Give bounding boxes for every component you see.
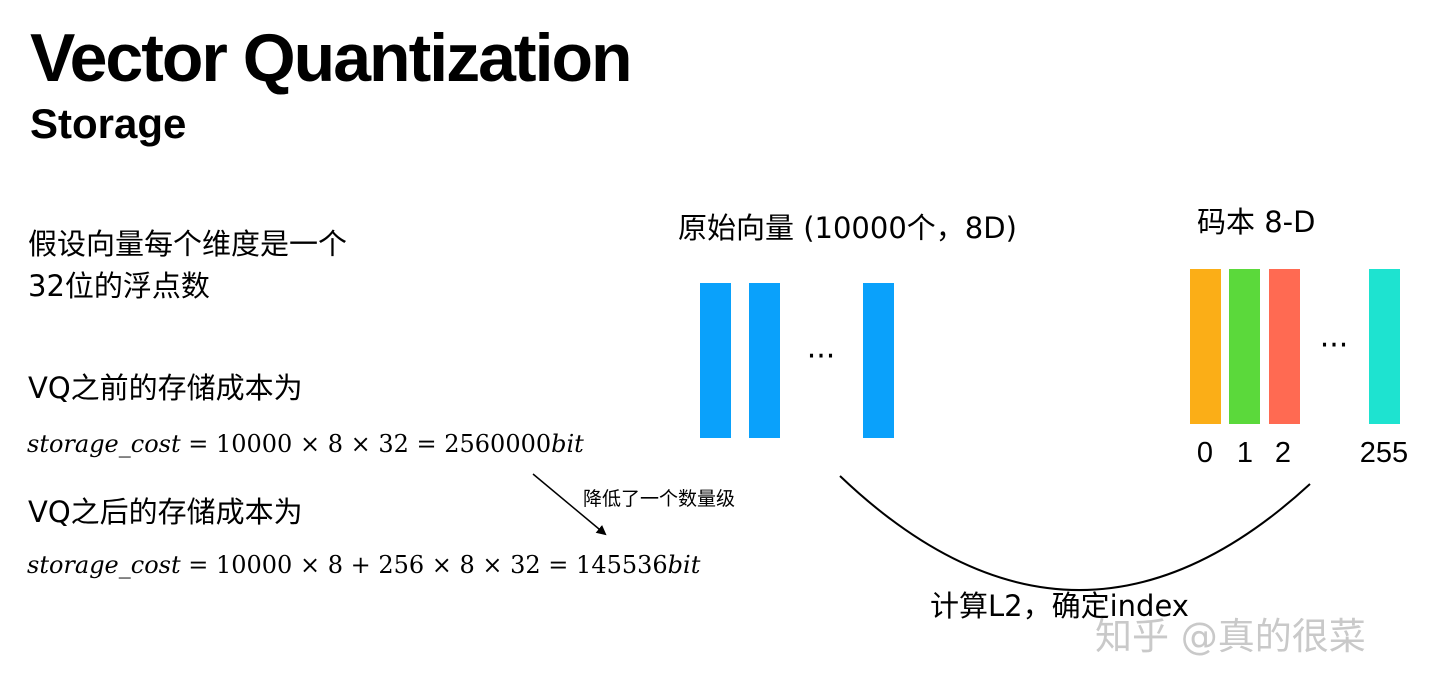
codebook-index-0: 0 (1197, 437, 1213, 469)
assumption-line-2: 32位的浮点数 (28, 269, 210, 303)
codebook-entry-255 (1369, 269, 1400, 424)
page-subtitle: Storage (30, 100, 187, 147)
vector-bar (863, 283, 894, 438)
formula-expression: = 10000 × 8 × 32 = 2560000 (180, 430, 552, 458)
codebook-entry-0 (1190, 269, 1221, 424)
codebook-label: 码本 8-D (1197, 205, 1316, 239)
codebook-entry-2 (1269, 269, 1300, 424)
formula-variable: storage_cost (27, 551, 181, 579)
codebook-index-255: 255 (1360, 437, 1408, 469)
before-cost-formula: storage_cost = 10000 × 8 × 32 = 2560000b… (27, 428, 584, 460)
formula-variable: storage_cost (27, 430, 181, 458)
formula-expression: = 10000 × 8 + 256 × 8 × 32 = 145536 (180, 551, 668, 579)
after-cost-heading: VQ之后的存储成本为 (28, 495, 303, 529)
page-title: Vector Quantization (30, 20, 633, 96)
vectors-ellipsis: ··· (807, 339, 836, 374)
codebook-ellipsis: ··· (1320, 328, 1349, 363)
mapping-arc (839, 475, 1311, 591)
watermark: 知乎 @真的很菜 (1095, 615, 1366, 658)
vector-bar (749, 283, 780, 438)
after-cost-formula: storage_cost = 10000 × 8 + 256 × 8 × 32 … (27, 549, 700, 581)
formula-unit: bit (667, 551, 701, 579)
reduction-arrow (532, 473, 607, 536)
mapping-label: 计算L2，确定index (930, 589, 1189, 623)
reduction-note: 降低了一个数量级 (583, 488, 736, 510)
before-cost-heading: VQ之前的存储成本为 (28, 371, 303, 405)
codebook-index-2: 2 (1275, 437, 1291, 469)
codebook-index-1: 1 (1237, 437, 1253, 469)
assumption-line-1: 假设向量每个维度是一个 (28, 227, 348, 261)
original-vectors-label: 原始向量 (10000个，8D) (678, 211, 1017, 245)
formula-unit: bit (551, 430, 584, 458)
codebook-entry-1 (1229, 269, 1260, 424)
vector-bar (700, 283, 731, 438)
